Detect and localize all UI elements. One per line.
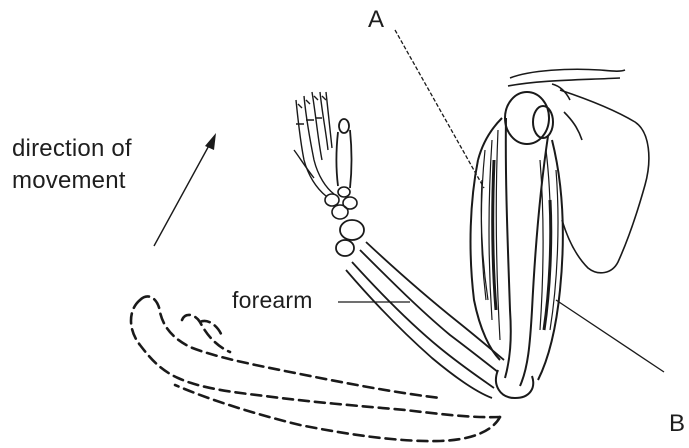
forearm-bones xyxy=(336,220,504,398)
humerus xyxy=(496,92,553,398)
finger-bones xyxy=(294,92,334,196)
forearm-label: forearm xyxy=(232,287,313,314)
leader-lines xyxy=(338,30,664,372)
leader-a xyxy=(395,30,484,188)
direction-of-movement-label: direction of movement xyxy=(12,133,132,197)
direction-label-line1: direction of xyxy=(12,133,132,165)
leader-b xyxy=(556,300,664,372)
muscle-b-label: B xyxy=(669,410,685,438)
muscle-b xyxy=(538,140,563,380)
muscle-a-label: A xyxy=(368,6,384,34)
direction-label-line2: movement xyxy=(12,165,132,197)
scapula xyxy=(508,69,649,273)
wrist-bones xyxy=(325,187,357,219)
muscle-a xyxy=(471,118,502,360)
direction-arrow xyxy=(154,133,216,246)
thumb xyxy=(337,119,352,188)
